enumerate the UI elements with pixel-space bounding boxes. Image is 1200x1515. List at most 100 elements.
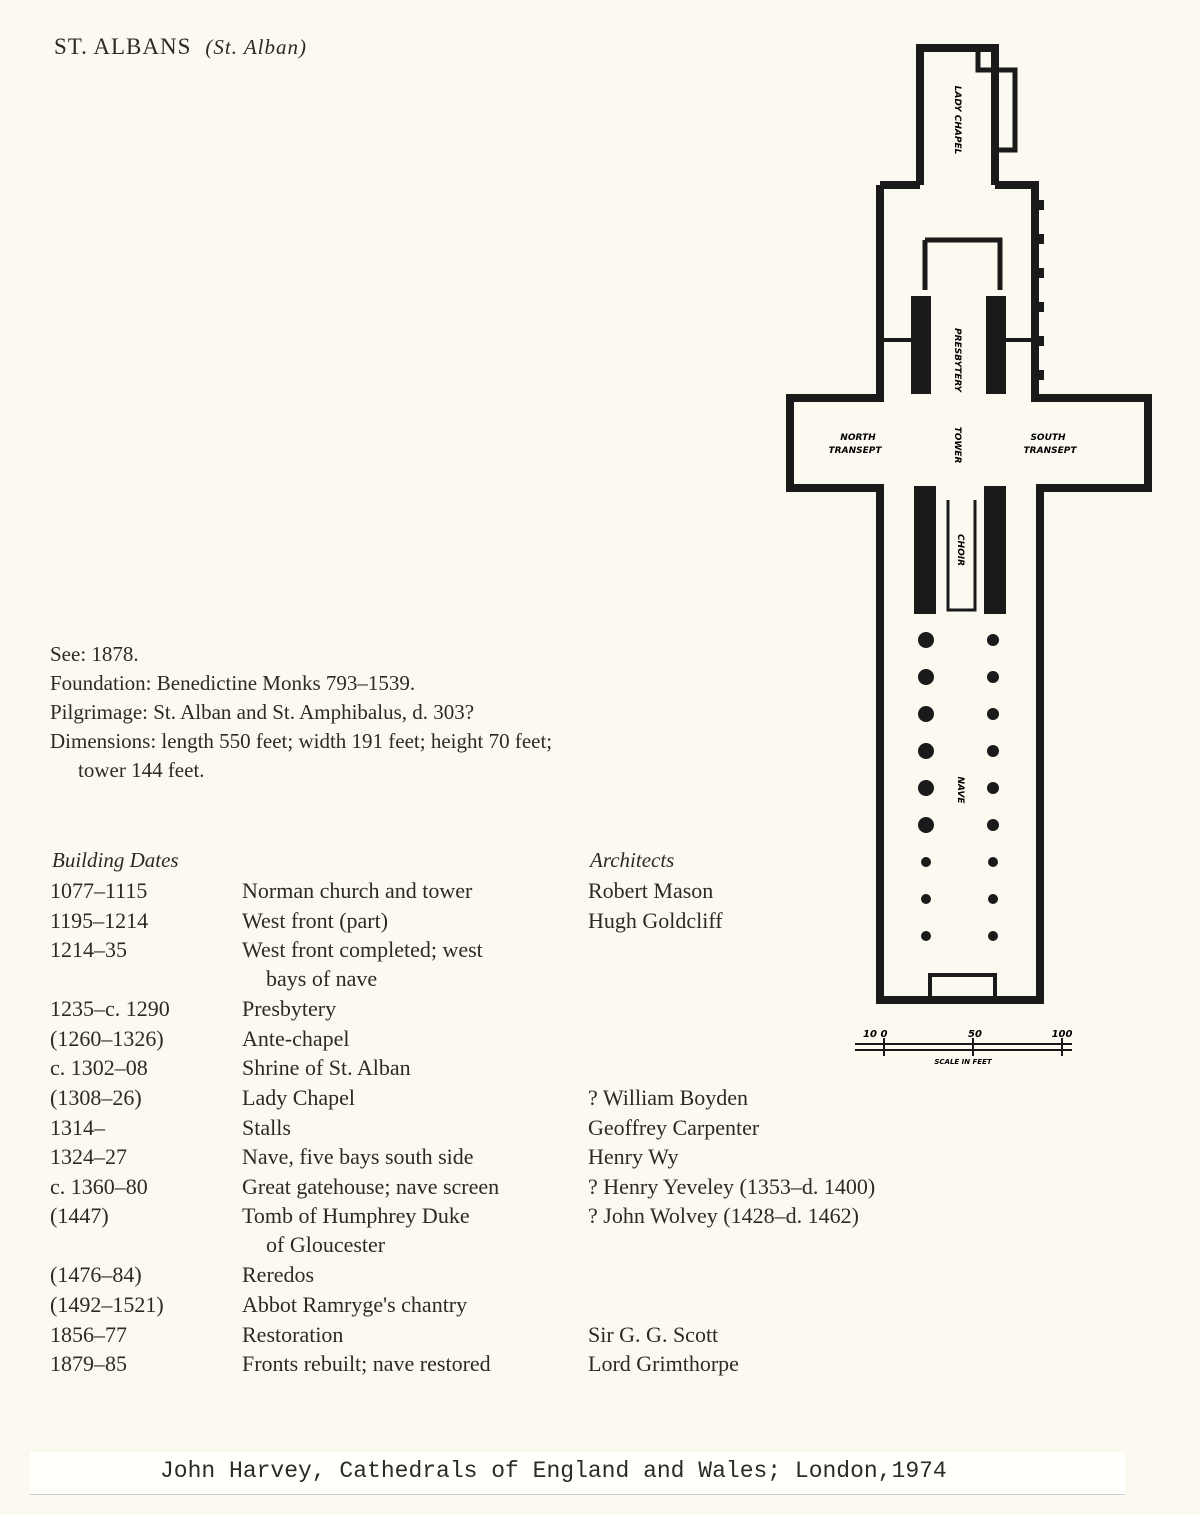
nave-piers <box>876 200 1044 992</box>
row-architect: ? Henry Yeveley (1353–d. 1400) <box>588 1173 876 1199</box>
row-work: Stalls <box>242 1114 291 1140</box>
row-work: Fronts rebuilt; nave restored <box>242 1351 491 1377</box>
row-work-cont: of Gloucester <box>266 1232 386 1258</box>
row-date: (1476–84) <box>50 1262 142 1288</box>
row-architect: ? John Wolvey (1428–d. 1462) <box>588 1203 859 1229</box>
row-work: Restoration <box>242 1321 344 1347</box>
row-date: c. 1302–08 <box>50 1055 148 1081</box>
wall-buttress <box>1036 268 1044 278</box>
info-pilgrimage: Pilgrimage: St. Alban and St. Amphibalus… <box>50 700 475 724</box>
wall-buttress <box>876 846 884 856</box>
label-presbytery: PRESBYTERY <box>952 328 962 393</box>
title-sub: (St. Alban) <box>205 35 307 59</box>
row-date: 1214–35 <box>50 937 127 963</box>
nave-pier <box>988 857 998 867</box>
plan-walls <box>786 44 1152 1004</box>
row-work: Norman church and tower <box>242 878 473 903</box>
wall-buttress <box>1036 880 1044 890</box>
nave-pier <box>918 817 934 833</box>
wall-buttress <box>1036 540 1044 550</box>
label-south-transept-1: SOUTH <box>1030 433 1066 443</box>
wall-buttress <box>1036 370 1044 380</box>
info-foundation: Foundation: Benedictine Monks 793–1539. <box>50 671 416 695</box>
row-architect: Geoffrey Carpenter <box>588 1114 760 1140</box>
wall-buttress <box>876 234 884 244</box>
row-architect: Lord Grimthorpe <box>588 1351 739 1377</box>
nave-pier <box>921 857 931 867</box>
label-north-transept-1: NORTH <box>840 433 876 443</box>
wall-buttress <box>876 710 884 720</box>
label-choir: CHOIR <box>955 534 965 566</box>
source-text: John Harvey, Cathedrals of England and W… <box>160 1458 947 1484</box>
wall-buttress <box>1036 574 1044 584</box>
wall-buttress <box>876 608 884 618</box>
row-architect: Henry Wy <box>588 1144 679 1170</box>
wall-buttress <box>1036 336 1044 346</box>
label-tower: TOWER <box>952 427 962 464</box>
row-work: Ante-chapel <box>242 1025 350 1051</box>
nave-pier <box>987 782 999 794</box>
row-date: 1324–27 <box>50 1144 127 1170</box>
nave-pier <box>987 819 999 831</box>
row-architect: ? William Boyden <box>588 1085 749 1110</box>
row-date: (1260–1326) <box>50 1025 164 1051</box>
wall-buttress <box>1036 506 1044 516</box>
nave-pier <box>988 931 998 941</box>
wall-buttress <box>1036 608 1044 618</box>
scale-tick-0: 0 <box>881 1029 888 1040</box>
wall-buttress <box>876 676 884 686</box>
wall-buttress <box>876 914 884 924</box>
scale-bar: 10 0 50 100 SCALE IN FEET <box>855 1029 1072 1066</box>
nave-pier <box>987 745 999 757</box>
row-date: 1235–c. 1290 <box>50 996 170 1022</box>
header-architects: Architects <box>590 848 675 872</box>
row-work: Shrine of St. Alban <box>242 1055 411 1081</box>
row-architect: Sir G. G. Scott <box>588 1321 719 1347</box>
nave-pier <box>987 634 999 646</box>
row-work: Great gatehouse; nave screen <box>242 1173 500 1199</box>
row-work: Abbot Ramryge's chantry <box>242 1292 468 1317</box>
scale-tick-50: 50 <box>968 1029 982 1040</box>
nave-pier <box>987 671 999 683</box>
wall-buttress <box>876 302 884 312</box>
wall-buttress <box>876 812 884 822</box>
row-date: 1879–85 <box>50 1351 127 1377</box>
row-date: 1077–1115 <box>50 878 148 903</box>
wall-buttress <box>1036 642 1044 652</box>
info-see: See: 1878. <box>50 642 139 666</box>
wall-buttress <box>1036 234 1044 244</box>
wall-buttress <box>876 982 884 992</box>
wall-buttress <box>876 744 884 754</box>
row-work: Presbytery <box>242 996 337 1022</box>
nave-pier <box>918 632 934 648</box>
nave-pier <box>921 894 931 904</box>
row-date: c. 1360–80 <box>50 1173 148 1199</box>
nave-pier <box>918 743 934 759</box>
wall-buttress <box>876 336 884 346</box>
row-work: Reredos <box>242 1262 315 1288</box>
wall-buttress <box>1036 778 1044 788</box>
row-work: West front (part) <box>242 907 389 933</box>
wall-buttress <box>876 778 884 788</box>
wall-buttress <box>876 642 884 652</box>
nave-pier <box>921 931 931 941</box>
row-date: (1447) <box>50 1203 109 1229</box>
nave-pier <box>918 669 934 685</box>
wall-buttress <box>876 200 884 210</box>
wall-buttress <box>876 948 884 958</box>
row-work: West front completed; west <box>242 937 483 963</box>
title-main: ST. ALBANS <box>54 34 192 59</box>
scale-tick-10: 10 <box>863 1029 877 1040</box>
wall-buttress <box>1036 914 1044 924</box>
row-date: 1195–1214 <box>50 907 149 933</box>
row-date: (1492–1521) <box>50 1292 164 1317</box>
row-work: Tomb of Humphrey Duke <box>242 1203 470 1229</box>
scale-caption: SCALE IN FEET <box>934 1058 993 1066</box>
wall-buttress <box>1036 710 1044 720</box>
label-lady-chapel: LADY CHAPEL <box>952 86 962 155</box>
wall-buttress <box>1036 982 1044 992</box>
label-nave: NAVE <box>955 777 965 805</box>
nave-pier <box>918 706 934 722</box>
label-north-transept-2: TRANSEPT <box>829 446 883 456</box>
wall-buttress <box>876 880 884 890</box>
